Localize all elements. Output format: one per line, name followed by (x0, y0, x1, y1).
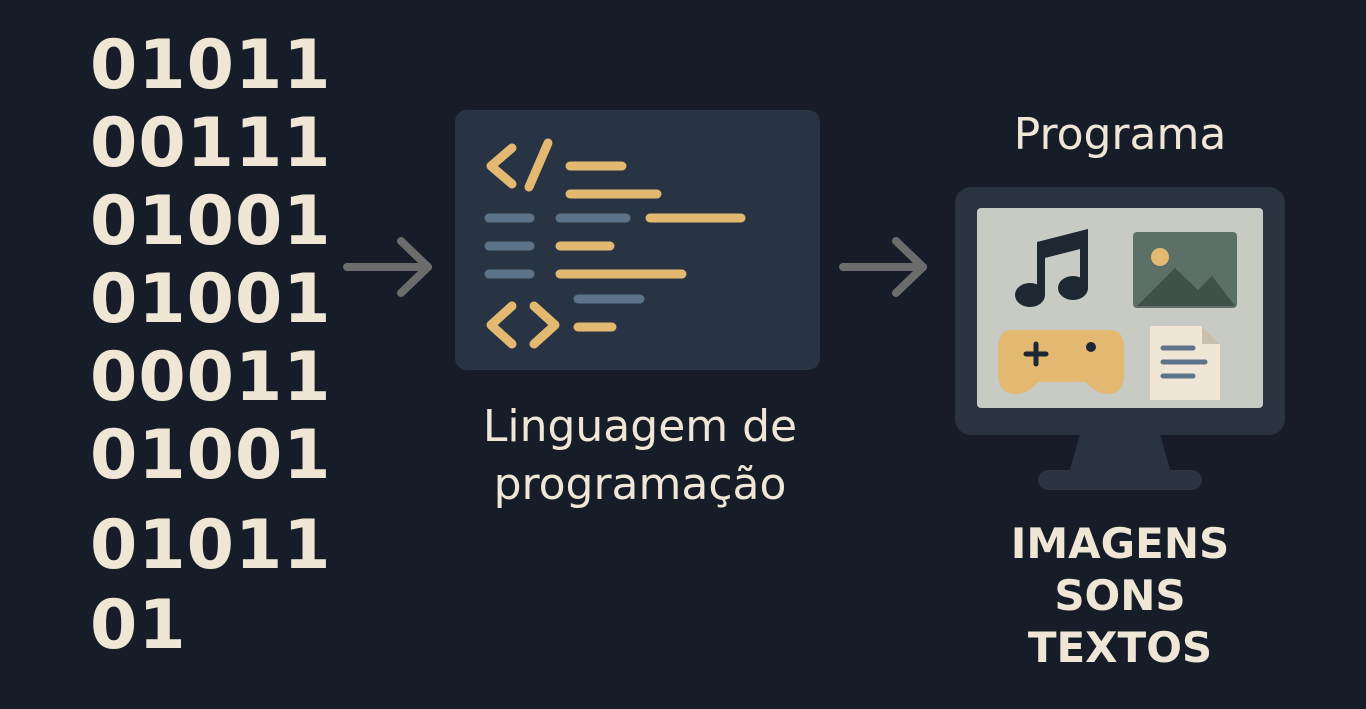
binary-line: 01001 (90, 260, 332, 339)
output-list: IMAGENS SONS TEXTOS (960, 518, 1280, 674)
document-icon (1150, 326, 1220, 400)
gamepad-icon (998, 330, 1124, 394)
music-note-icon (1015, 229, 1088, 307)
binary-line: 01001 (90, 182, 332, 261)
binary-line: 01001 (90, 416, 332, 495)
output-item: IMAGENS (1010, 519, 1230, 568)
image-icon (1133, 232, 1237, 308)
binary-line: 00011 (90, 338, 332, 417)
code-bracket-slash-icon (486, 138, 553, 192)
code-panel (455, 110, 820, 370)
monitor-icon (955, 187, 1285, 490)
code-panel-caption: Linguagem de programação (445, 398, 835, 514)
binary-line: 01011 (90, 506, 332, 585)
arrow-right-icon (839, 237, 927, 297)
arrow-right-icon (343, 237, 432, 297)
binary-line: 00111 (90, 104, 332, 183)
binary-line: 01 (90, 586, 187, 665)
output-item: TEXTOS (1027, 623, 1213, 672)
code-lines (484, 161, 746, 332)
code-panel-caption-line: Linguagem de (482, 401, 798, 452)
code-panel-caption-line: programação (493, 459, 787, 510)
program-title: Programa (1013, 109, 1227, 160)
binary-line: 01011 (90, 26, 332, 105)
output-item: SONS (1054, 571, 1186, 620)
code-angle-brackets-icon (486, 301, 560, 349)
